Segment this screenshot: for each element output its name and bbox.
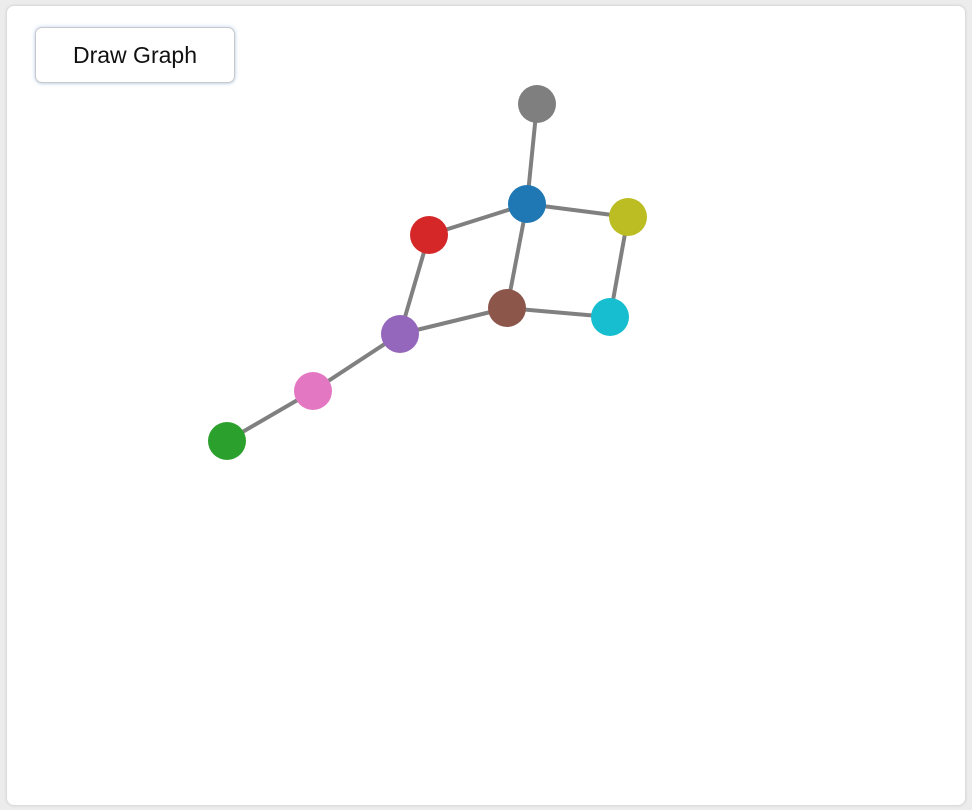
nodes-layer — [208, 85, 647, 460]
node-cyan[interactable] — [591, 298, 629, 336]
draw-graph-button[interactable]: Draw Graph — [35, 27, 235, 83]
node-pink[interactable] — [294, 372, 332, 410]
node-blue[interactable] — [508, 185, 546, 223]
node-red[interactable] — [410, 216, 448, 254]
graph-panel — [6, 5, 966, 806]
node-gray[interactable] — [518, 85, 556, 123]
node-green[interactable] — [208, 422, 246, 460]
node-brown[interactable] — [488, 289, 526, 327]
node-olive[interactable] — [609, 198, 647, 236]
node-purple[interactable] — [381, 315, 419, 353]
